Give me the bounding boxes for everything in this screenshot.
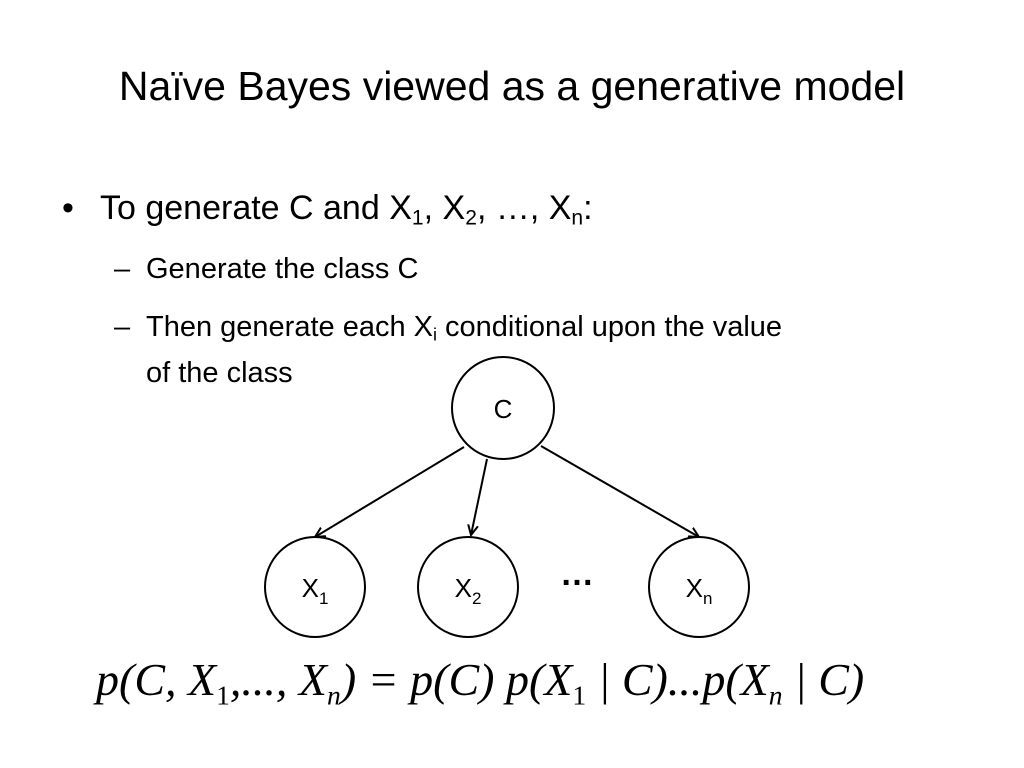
node-x2-letter: X (455, 573, 472, 603)
node-xn-sub: n (703, 589, 712, 608)
bullet-suffix: : (583, 189, 593, 227)
edge-c-x2 (471, 458, 488, 535)
subbullet-text: Generate the class C (146, 253, 419, 285)
formula-rhs-sub-n: n (768, 679, 783, 711)
node-x1-letter: X (302, 573, 319, 603)
subbullet-marker: – (114, 253, 131, 285)
formula-rhs-mid: | C)...p(X (586, 654, 769, 705)
edge-c-xn (540, 445, 699, 537)
bullet-marker: • (62, 189, 74, 227)
node-c-label: C (494, 394, 513, 424)
node-x1: X1 (264, 536, 366, 638)
subbullet-line1-suffix: conditional upon the value (436, 311, 783, 343)
nodes-ellipsis: … (560, 555, 594, 593)
formula-lhs-mid: ,..., X (229, 654, 328, 705)
node-xn-letter: X (686, 573, 703, 603)
subbullet-marker: – (114, 311, 131, 343)
formula-sub-1: 1 (216, 679, 230, 711)
joint-probability-formula: p(C, X1,..., Xn) = p(C) p(X1 | C)...p(Xn… (96, 652, 865, 709)
node-x2-sub: 2 (472, 589, 481, 608)
edge-c-x1 (315, 446, 465, 537)
bullet-sep-2: , …, X (476, 189, 572, 227)
edges (315, 445, 699, 537)
bullet-sub-n: n (571, 206, 584, 230)
bullet-text-prefix: To generate C and X (100, 189, 412, 227)
node-x2-label: X2 (455, 573, 482, 608)
node-x1-sub: 1 (319, 589, 328, 608)
node-c: C (451, 356, 555, 460)
node-x2: X2 (417, 536, 519, 638)
subbullet-text-line1: Then generate each Xi conditional upon t… (146, 304, 782, 350)
bullet-sub-2: 2 (465, 206, 477, 230)
node-x1-label: X1 (302, 573, 329, 608)
formula-middle: ) = p(C) p(X (340, 654, 573, 705)
bullet-sep-1: , X (423, 189, 466, 227)
subbullet-text-line2: of the class (146, 357, 293, 389)
bullet-sub-1: 1 (411, 206, 424, 230)
slide-title: Naïve Bayes viewed as a generative model (118, 63, 906, 109)
node-xn: Xn (648, 536, 750, 638)
subbullet-sub-i: i (432, 324, 437, 345)
formula-rhs-end: | C) (782, 654, 865, 705)
main-bullet-text: To generate C and X1, X2, …, Xn: (100, 188, 593, 229)
node-xn-label: Xn (686, 573, 713, 608)
formula-rhs-sub-1: 1 (572, 679, 587, 711)
formula-sub-n: n (327, 679, 341, 711)
subbullet-line1-prefix: Then generate each X (146, 311, 433, 343)
formula-lhs: p(C, X (96, 654, 217, 705)
